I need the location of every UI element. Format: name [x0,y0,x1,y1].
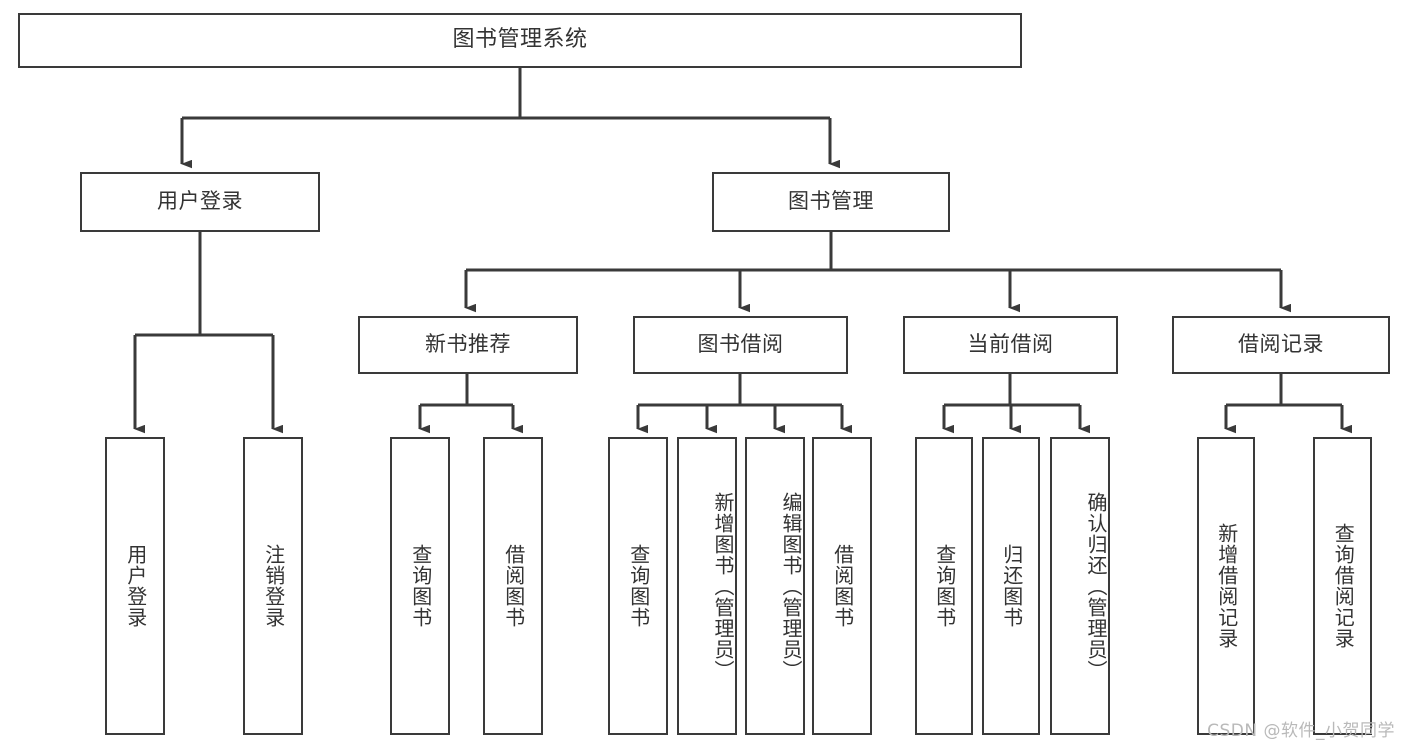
node-leaf-user-logout[interactable]: 注销登录 [243,437,303,735]
node-label: 新增图书（管理员） [711,491,735,681]
node-label: 查询借阅记录 [1331,523,1356,649]
node-leaf-borrow-book-recommend[interactable]: 借阅图书 [483,437,543,735]
node-label: 归还图书 [999,544,1024,628]
node-label: 借阅图书 [830,544,855,628]
node-leaf-confirm-return-admin[interactable]: 确认归还（管理员） [1050,437,1110,735]
node-label: 查询图书 [626,544,651,628]
node-label: 查询图书 [932,544,957,628]
node-label: 借阅记录 [1238,332,1324,357]
node-leaf-query-book-current[interactable]: 查询图书 [915,437,973,735]
node-label: 借阅图书 [501,544,526,628]
node-root-book-management-system[interactable]: 图书管理系统 [18,13,1022,68]
node-leaf-user-login[interactable]: 用户登录 [105,437,165,735]
node-leaf-query-borrow-record[interactable]: 查询借阅记录 [1313,437,1372,735]
node-label: 新增借阅记录 [1214,523,1239,649]
node-label: 新书推荐 [425,332,511,357]
node-label: 用户登录 [123,544,148,628]
node-user-login[interactable]: 用户登录 [80,172,320,232]
node-label: 查询图书 [408,544,433,628]
node-new-book-recommend[interactable]: 新书推荐 [358,316,578,374]
node-label: 注销登录 [261,544,286,628]
node-leaf-borrow-book-borrow[interactable]: 借阅图书 [812,437,872,735]
node-current-borrow[interactable]: 当前借阅 [903,316,1118,374]
node-book-manage[interactable]: 图书管理 [712,172,950,232]
node-leaf-add-borrow-record[interactable]: 新增借阅记录 [1197,437,1255,735]
node-leaf-return-book[interactable]: 归还图书 [982,437,1040,735]
node-book-borrow[interactable]: 图书借阅 [633,316,848,374]
node-label: 用户登录 [157,189,243,214]
node-leaf-add-book-admin[interactable]: 新增图书（管理员） [677,437,737,735]
node-leaf-edit-book-admin[interactable]: 编辑图书（管理员） [745,437,805,735]
node-leaf-query-book-recommend[interactable]: 查询图书 [390,437,450,735]
node-label: 确认归还（管理员） [1084,491,1108,681]
node-label: 图书管理 [788,189,874,214]
node-borrow-record[interactable]: 借阅记录 [1172,316,1390,374]
node-label: 图书借阅 [697,332,784,357]
watermark-text: CSDN @软件_小贺同学 [1207,721,1395,741]
node-label: 图书管理系统 [452,27,588,53]
node-label: 编辑图书（管理员） [779,491,803,681]
node-label: 当前借阅 [967,332,1054,357]
node-leaf-query-book-borrow[interactable]: 查询图书 [608,437,668,735]
